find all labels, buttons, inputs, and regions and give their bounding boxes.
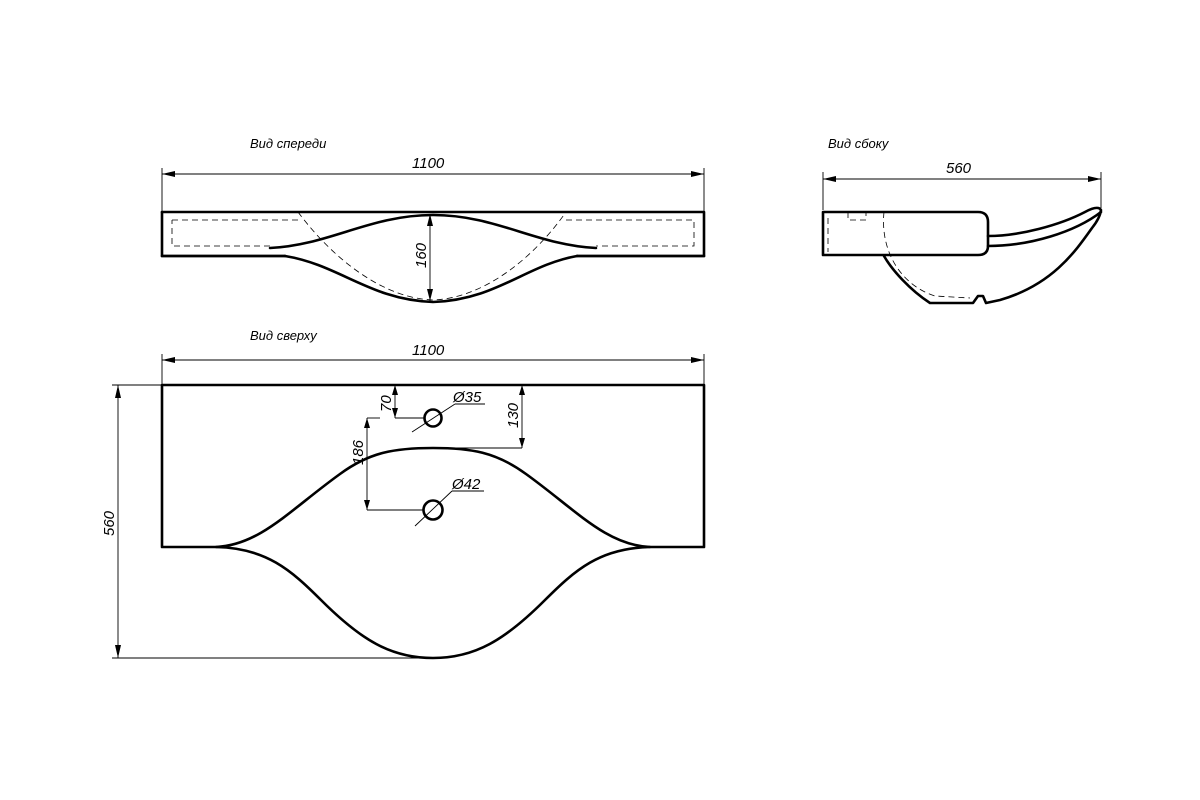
- hole-35: Ø35: [411, 389, 485, 433]
- side-view: Вид сбоку 560: [821, 136, 1103, 305]
- hole-42: Ø42: [414, 476, 484, 527]
- top-depth-label: 560: [101, 510, 118, 536]
- top-width-dimension: 1100: [161, 342, 705, 385]
- front-width-dimension: 1100: [161, 155, 705, 212]
- front-lip-curve: [268, 213, 598, 250]
- dim-130: 130: [440, 385, 525, 449]
- dim-186-label: 186: [350, 439, 367, 465]
- top-width-label: 1100: [412, 342, 445, 359]
- side-slab-outline: [821, 210, 990, 257]
- front-view-title: Вид спереди: [250, 136, 326, 151]
- side-view-title: Вид сбоку: [828, 136, 890, 151]
- top-view-title: Вид сверху: [250, 328, 318, 343]
- top-bowl-edge: [214, 446, 652, 549]
- dim-186: 186: [350, 417, 423, 511]
- top-depth-dimension: 560: [101, 384, 433, 659]
- front-depth-dimension: 160: [413, 214, 433, 301]
- front-hidden-bowl: [297, 211, 567, 301]
- side-spout: [882, 206, 1103, 305]
- top-outline: [160, 383, 706, 660]
- front-depth-label: 160: [413, 242, 430, 268]
- front-width-label: 1100: [412, 155, 445, 172]
- side-width-label: 560: [946, 160, 972, 177]
- side-hidden-bowl: [883, 211, 971, 299]
- front-basin-outline: [283, 254, 579, 304]
- top-view: Вид сверху 1100 Ø35 Ø42: [101, 328, 706, 660]
- hole-42-label: Ø42: [451, 476, 481, 493]
- side-width-dimension: 560: [822, 160, 1102, 210]
- dim-70: 70: [378, 385, 424, 419]
- dim-70-label: 70: [378, 395, 395, 412]
- front-slab-outline: [160, 210, 706, 258]
- hole-35-label: Ø35: [452, 389, 482, 406]
- front-hidden-edges: [171, 219, 695, 247]
- dim-130-label: 130: [505, 402, 522, 428]
- front-view: Вид спереди 1100 160: [160, 136, 706, 304]
